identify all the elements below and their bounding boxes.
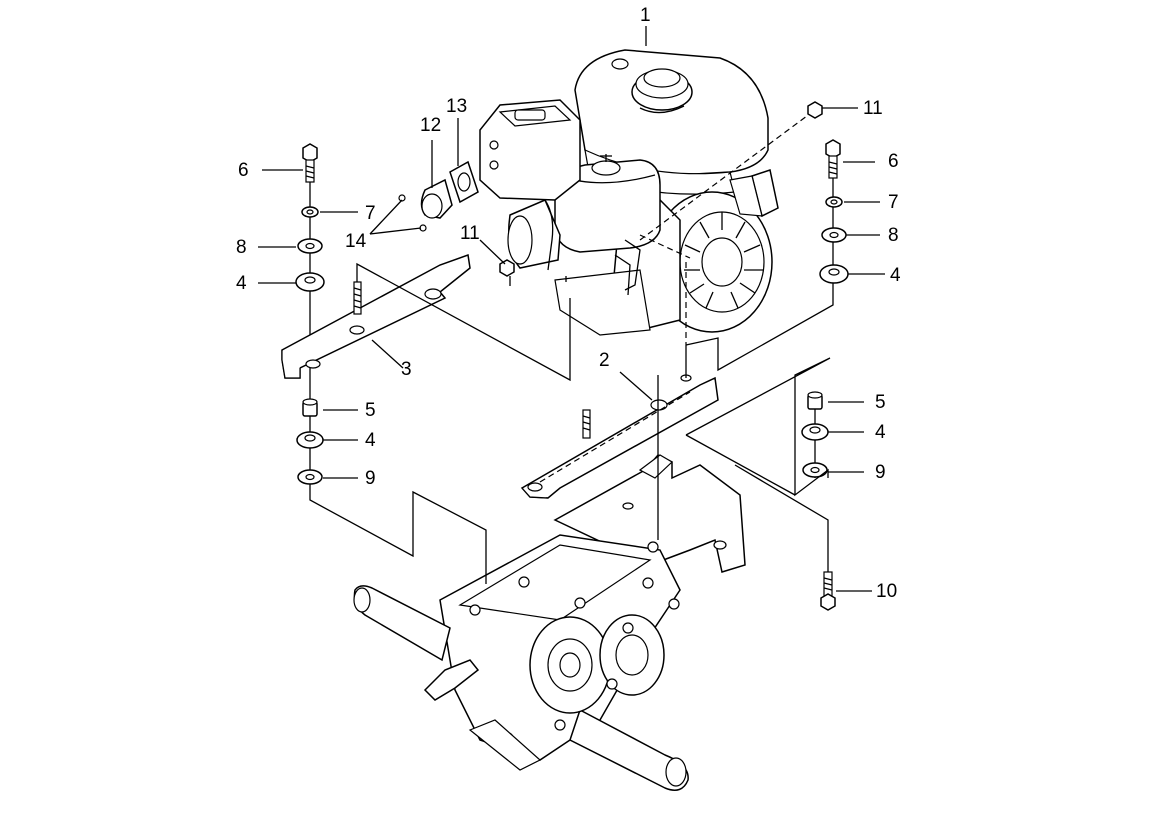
callout-13: 13 bbox=[446, 96, 468, 117]
callout-12: 12 bbox=[420, 115, 442, 136]
nut-11-top bbox=[807, 101, 823, 119]
transmission-assembly bbox=[353, 454, 746, 791]
assembly-guide-lines bbox=[309, 109, 834, 584]
nut-11-mid bbox=[499, 259, 515, 277]
callout-11-top: 11 bbox=[863, 98, 883, 119]
callout-6-right: 6 bbox=[888, 151, 899, 172]
callout-6-left: 6 bbox=[238, 160, 249, 181]
callout-7-right: 7 bbox=[888, 192, 899, 213]
callout-7-left: 7 bbox=[365, 203, 376, 224]
muffler-guard-parts bbox=[369, 160, 479, 235]
callout-5-right: 5 bbox=[875, 392, 886, 413]
right-mounting-stack bbox=[801, 139, 849, 611]
callout-1-engine: 1 bbox=[640, 5, 651, 26]
callout-leaders bbox=[258, 26, 885, 592]
callout-4-right-upper: 4 bbox=[890, 265, 901, 286]
callout-14: 14 bbox=[345, 231, 367, 252]
callout-8-right: 8 bbox=[888, 225, 899, 246]
callout-8-left: 8 bbox=[236, 237, 247, 258]
callout-4-right-lower: 4 bbox=[875, 422, 886, 443]
callout-2-plate: 2 bbox=[599, 350, 610, 371]
callout-9-left: 9 bbox=[365, 468, 376, 489]
callout-4-left-upper: 4 bbox=[236, 273, 247, 294]
callout-10-bolt: 10 bbox=[876, 581, 898, 602]
callout-4-left-lower: 4 bbox=[365, 430, 376, 451]
callout-11-mid: 11 bbox=[460, 223, 480, 244]
callout-3-plate: 3 bbox=[401, 359, 412, 380]
left-mounting-stack bbox=[295, 143, 325, 492]
callout-9-right: 9 bbox=[875, 462, 886, 483]
mounting-plate-left bbox=[281, 253, 471, 379]
engine-assembly bbox=[479, 49, 779, 336]
callout-5-left: 5 bbox=[365, 400, 376, 421]
